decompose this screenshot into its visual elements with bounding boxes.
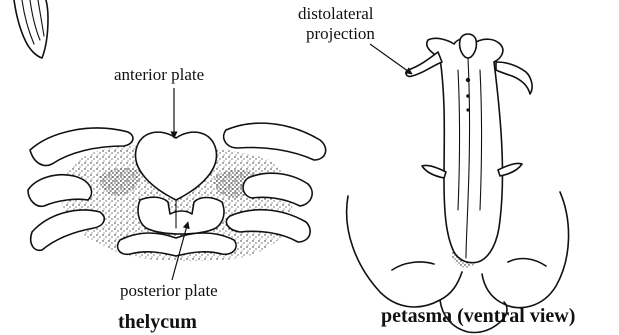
label-petasma: petasma (ventral view) (381, 305, 575, 327)
petasma-drawing (347, 34, 569, 332)
label-anterior-plate: anterior plate (114, 65, 204, 84)
thelycum-drawing (28, 123, 326, 261)
label-posterior-plate: posterior plate (120, 281, 218, 300)
label-thelycum: thelycum (118, 311, 197, 333)
distolateral-leader (370, 44, 412, 74)
partial-appendage-fragment (14, 0, 48, 58)
label-distolateral-line2: projection (306, 24, 375, 43)
label-distolateral-line1: distolateral (298, 4, 374, 23)
